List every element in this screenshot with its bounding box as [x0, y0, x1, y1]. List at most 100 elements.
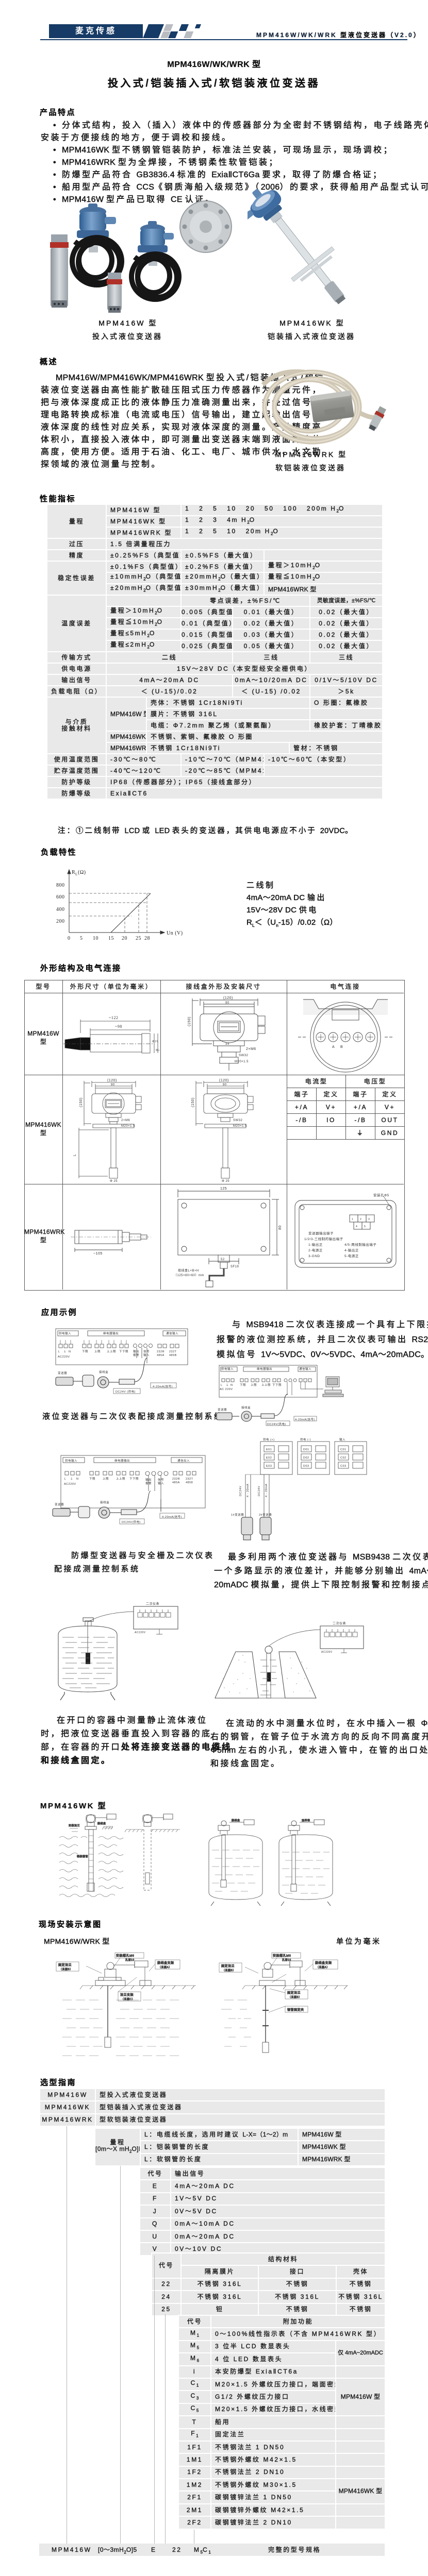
- svg-text:AC220V: AC220V: [64, 1483, 76, 1486]
- svg-text:DC24V(供电): DC24V(供电): [267, 1422, 286, 1426]
- svg-text:90: 90: [223, 1083, 227, 1087]
- svg-text:⏚: ⏚: [226, 1383, 229, 1387]
- svg-text:(120): (120): [107, 1079, 117, 1082]
- svg-text:DC24V(供电): DC24V(供电): [122, 1520, 141, 1524]
- svg-text:C02: C02: [340, 1456, 347, 1460]
- svg-text:4-输出正: 4-输出正: [344, 1248, 359, 1252]
- svg-text:90: 90: [225, 1002, 229, 1005]
- svg-text:232T: 232T: [169, 1350, 177, 1353]
- svg-text:4 - 20mA: 4 - 20mA: [246, 1484, 250, 1497]
- svg-text:DC24V (供电): DC24V (供电): [116, 1389, 136, 1394]
- svg-text:⏚: ⏚: [70, 1477, 73, 1481]
- svg-text:法兰支架: 法兰支架: [120, 1993, 134, 1997]
- svg-text:接线盒: 接线盒: [100, 1500, 109, 1504]
- svg-text:3: 3: [368, 1218, 370, 1221]
- svg-text:4 - 20mA: 4 - 20mA: [265, 1484, 268, 1497]
- svg-text:1-输出正: 1-输出正: [308, 1242, 323, 1247]
- svg-text:上上限: 上上限: [116, 1477, 125, 1481]
- svg-text:232T: 232T: [186, 1478, 193, 1481]
- svg-text:固定法兰: 固定法兰: [58, 1963, 72, 1967]
- svg-text:800: 800: [56, 883, 65, 888]
- svg-text:孔深10: 孔深10: [125, 1958, 135, 1962]
- svg-text:1#变送器: 1#变送器: [231, 1513, 244, 1517]
- svg-text:供电 (+): 供电 (+): [263, 1437, 274, 1442]
- svg-text:通信输入: 通信输入: [299, 1367, 311, 1371]
- svg-text:报警: 报警: [145, 1481, 152, 1485]
- svg-text:输入: 输入: [143, 1353, 150, 1357]
- svg-text:D02: D02: [303, 1456, 309, 1460]
- svg-text:E01: E01: [266, 1448, 272, 1451]
- svg-text:上限: 上限: [94, 1349, 101, 1353]
- svg-text:Φ 25: Φ 25: [110, 1180, 118, 1183]
- svg-text:(120): (120): [219, 1079, 229, 1082]
- svg-text:~122: ~122: [109, 1015, 118, 1020]
- svg-text:52: 52: [221, 1258, 225, 1261]
- svg-text:4858: 4858: [186, 1481, 193, 1484]
- svg-text:SW32: SW32: [233, 1119, 243, 1122]
- svg-text:下限: 下限: [240, 1383, 246, 1387]
- svg-text:L: L: [58, 1350, 60, 1353]
- svg-text:M20×1.5: M20×1.5: [233, 1125, 247, 1128]
- svg-text:接线盒L×B×H: 接线盒L×B×H: [178, 1268, 199, 1273]
- svg-text:孔深10: 孔深10: [282, 1958, 291, 1962]
- svg-text:接线盒: 接线盒: [232, 1819, 240, 1822]
- svg-text:600: 600: [56, 894, 65, 900]
- svg-text:2×M6: 2×M6: [246, 1047, 256, 1051]
- svg-text:2×M6: 2×M6: [121, 1119, 130, 1122]
- svg-text:(Ω): (Ω): [78, 870, 86, 875]
- svg-text:供电输入: 供电输入: [65, 1459, 77, 1463]
- svg-text:AC 220V: AC 220V: [220, 1388, 233, 1391]
- svg-text:Φ26: Φ26: [156, 1049, 159, 1052]
- svg-text:AC220V: AC220V: [58, 1355, 70, 1359]
- svg-text:供电输入: 供电输入: [59, 1331, 71, 1335]
- svg-text:二次仪表: 二次仪表: [146, 1602, 159, 1606]
- svg-text:（见图A）: （见图A）: [158, 1966, 172, 1969]
- svg-text:通信输入: 通信输入: [166, 1331, 178, 1335]
- svg-text:485B: 485B: [169, 1354, 177, 1357]
- svg-text:（见图B）: （见图B）: [59, 1968, 73, 1971]
- svg-text:接线盒: 接线盒: [97, 1822, 106, 1825]
- svg-text:继电器输出: 继电器输出: [114, 1459, 130, 1463]
- svg-text:485A: 485A: [157, 1354, 164, 1357]
- svg-text:1: 1: [352, 1218, 353, 1221]
- svg-text:L: L: [75, 872, 78, 876]
- svg-text:AC220V: AC220V: [135, 1631, 146, 1634]
- svg-text:200: 200: [56, 919, 65, 924]
- svg-text:~98: ~98: [115, 1024, 122, 1029]
- svg-text:信号: 信号: [158, 1478, 164, 1482]
- svg-text:输出: 输出: [133, 1349, 139, 1353]
- svg-text:变送器: 变送器: [218, 1408, 227, 1412]
- svg-text:上限: 上限: [103, 1477, 109, 1481]
- svg-text:远传表: 远传表: [302, 1819, 310, 1822]
- svg-text:供电输入: 供电输入: [221, 1367, 234, 1371]
- svg-text:90: 90: [111, 1083, 115, 1087]
- svg-text:M20×1.5: M20×1.5: [235, 1060, 249, 1063]
- svg-text:D01: D01: [303, 1448, 309, 1451]
- svg-text:(150): (150): [191, 1097, 195, 1107]
- svg-text:E03: E03: [266, 1465, 272, 1468]
- svg-text:信号: 信号: [143, 1349, 150, 1353]
- svg-text:变送器: 变送器: [58, 1371, 67, 1375]
- svg-text:4-20mA(信号): 4-20mA(信号): [153, 1384, 173, 1388]
- svg-text:5: 5: [80, 936, 83, 941]
- svg-text:25: 25: [136, 936, 141, 941]
- svg-text:400: 400: [56, 907, 65, 912]
- svg-text:5: 5: [364, 1225, 366, 1228]
- svg-text:⏚: ⏚: [63, 1350, 67, 1353]
- svg-text:80: 80: [278, 1225, 282, 1230]
- svg-text:A: A: [332, 1045, 335, 1049]
- svg-text:~105: ~105: [93, 1252, 103, 1256]
- svg-text:变送器输出端子: 变送器输出端子: [308, 1231, 334, 1235]
- svg-text:34: 34: [225, 1043, 229, 1046]
- svg-text:二次仪表: 二次仪表: [333, 1621, 346, 1625]
- svg-text:20: 20: [122, 936, 127, 941]
- svg-text:0: 0: [68, 936, 71, 941]
- svg-text:AC220V: AC220V: [321, 1651, 333, 1654]
- svg-text:L: L: [73, 1154, 77, 1156]
- svg-text:(150): (150): [188, 1016, 191, 1026]
- svg-text:(150): (150): [79, 1097, 83, 1107]
- svg-text:接线盒支架: 接线盒支架: [157, 1961, 174, 1965]
- svg-text:下下限: 下下限: [119, 1349, 128, 1353]
- svg-text:15: 15: [108, 936, 114, 941]
- svg-text:28: 28: [144, 936, 150, 941]
